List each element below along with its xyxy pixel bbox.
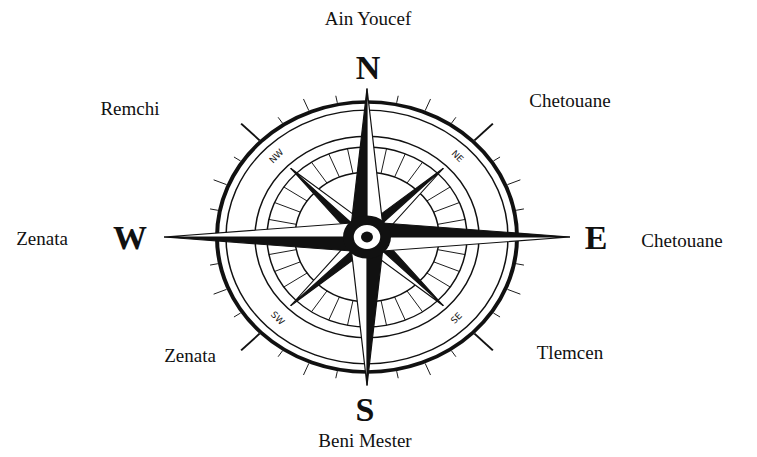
tick-mark [241, 124, 259, 141]
band-spoke [275, 203, 301, 213]
tick-mark [516, 209, 524, 210]
tick-mark [214, 180, 227, 185]
rose-point [164, 223, 367, 237]
tick-mark [210, 209, 218, 210]
place-name: Beni Mester [318, 431, 411, 450]
place-name: Ain Youcef [325, 9, 412, 28]
tick-mark [507, 289, 520, 294]
tick-mark [493, 313, 500, 317]
tick-mark [303, 363, 308, 375]
intercardinal-label: NW [268, 147, 287, 166]
place-name: Zenata [164, 346, 216, 365]
band-spoke [427, 273, 450, 287]
band-spoke [284, 187, 307, 201]
band-spoke [269, 219, 296, 224]
band-spoke [381, 301, 386, 326]
tick-mark [234, 313, 241, 317]
tick-mark [278, 351, 282, 357]
tick-mark [210, 264, 218, 265]
cardinal-letter: E [585, 221, 608, 255]
rose-point [164, 237, 367, 251]
tick-mark [425, 363, 430, 375]
place-name: Chetouane [529, 91, 610, 110]
band-spoke [427, 187, 450, 201]
band-spoke [395, 154, 406, 177]
intercardinal-label: SE [449, 310, 465, 326]
tick-mark [451, 117, 455, 123]
band-spoke [438, 250, 465, 255]
hub [361, 232, 373, 243]
tick-mark [516, 264, 524, 265]
intercardinal-label: NE [449, 148, 466, 165]
tick-mark [493, 157, 500, 161]
tick-mark [241, 334, 259, 351]
cardinal-letter: W [113, 221, 147, 255]
band-spoke [381, 149, 386, 174]
band-spoke [347, 301, 352, 326]
band-spoke [438, 219, 465, 224]
tick-mark [397, 371, 399, 378]
band-spoke [407, 291, 423, 312]
tick-mark [397, 96, 399, 103]
band-spoke [269, 250, 296, 255]
band-spoke [407, 162, 423, 183]
band-spoke [347, 149, 352, 174]
tick-mark [303, 99, 308, 111]
hub [353, 224, 381, 249]
intercardinal-label: SW [268, 309, 286, 327]
tick-mark [278, 117, 282, 123]
band-spoke [434, 203, 460, 213]
band-spoke [311, 291, 327, 312]
band-spoke [275, 262, 301, 272]
band-spoke [311, 162, 327, 183]
place-name: Zenata [16, 229, 68, 248]
tick-mark [214, 289, 227, 294]
band-spoke [284, 273, 307, 287]
rose-point [367, 237, 383, 386]
tick-mark [474, 334, 492, 351]
rose-point [367, 88, 383, 237]
place-name: Tlemcen [537, 343, 603, 362]
rose-point [351, 237, 367, 386]
rose-point [351, 88, 367, 237]
band-spoke [395, 297, 406, 320]
place-name: Remchi [100, 99, 159, 118]
place-name: Chetouane [641, 231, 722, 250]
tick-mark [336, 96, 338, 103]
band-spoke [329, 154, 340, 177]
tick-mark [507, 180, 520, 185]
tick-mark [336, 371, 338, 378]
band-spoke [329, 297, 340, 320]
cardinal-letter: N [356, 51, 381, 85]
hub [343, 215, 391, 258]
rose-point [367, 223, 570, 237]
tick-mark [234, 157, 241, 161]
compass-group [164, 88, 570, 385]
tick-mark [451, 351, 455, 357]
band-spoke [434, 262, 460, 272]
tick-mark [425, 99, 430, 111]
rose-point [367, 237, 570, 251]
cardinal-letter: S [356, 393, 375, 427]
tick-mark [474, 124, 492, 141]
